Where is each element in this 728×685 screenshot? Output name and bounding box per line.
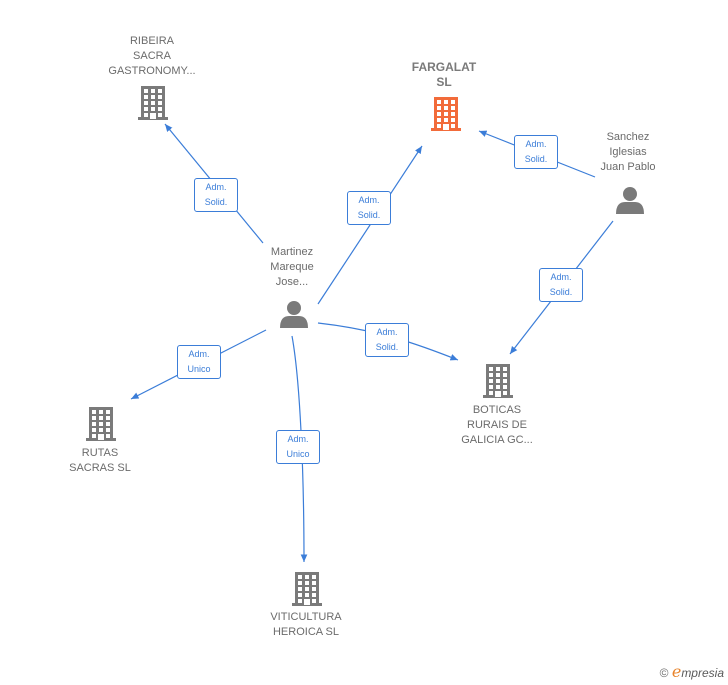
edge-label-martinez-rutas[interactable]: Adm. Unico [177, 345, 221, 379]
edge-label-sanchez-fargalat[interactable]: Adm. Solid. [514, 135, 558, 169]
node-label-line: Jose... [275, 276, 309, 288]
edge-label-type: Solid. [357, 210, 381, 220]
edge-label-type: Solid. [549, 287, 573, 297]
node-label-line: GALICIA GC... [461, 434, 533, 446]
node-label-line: BOTICAS [472, 404, 522, 416]
edge-label-role: Adm. [550, 272, 572, 282]
node-label-line: GASTRONOMY... [108, 65, 196, 77]
copyright-icon: © [659, 666, 669, 680]
node-label-sanchez[interactable]: Sanchez Iglesias Juan Pablo [553, 130, 703, 175]
building-icon[interactable] [138, 86, 168, 120]
node-label-line: RURAIS DE [467, 419, 527, 431]
node-label-line: FARGALAT [411, 60, 477, 74]
node-label-line: Martinez [270, 246, 314, 258]
edge-label-sanchez-boticas[interactable]: Adm. Solid. [539, 268, 583, 302]
node-label-line: Mareque [270, 261, 314, 273]
edge-label-type: Solid. [204, 197, 228, 207]
edge-label-role: Adm. [205, 182, 227, 192]
node-label-line: SL [436, 75, 452, 89]
empresia-logo-text: mpresia [681, 666, 724, 680]
node-label-line: RIBEIRA [129, 35, 174, 47]
person-icon[interactable] [616, 187, 644, 214]
node-label-viticultura[interactable]: VITICULTURA HEROICA SL [231, 610, 381, 640]
edge-label-type: Unico [187, 364, 211, 374]
node-label-ribeira[interactable]: RIBEIRA SACRA GASTRONOMY... [77, 34, 227, 79]
node-label-line: RUTAS [81, 447, 119, 459]
node-label-line: SACRA [133, 50, 171, 62]
node-label-line: VITICULTURA [270, 611, 342, 623]
node-label-line: Juan Pablo [600, 161, 656, 173]
edge-label-role: Adm. [287, 434, 309, 444]
edge-label-role: Adm. [376, 327, 398, 337]
building-icon[interactable] [86, 407, 116, 441]
edge-label-role: Adm. [525, 139, 547, 149]
building-icon[interactable] [292, 572, 322, 606]
node-label-fargalat[interactable]: FARGALAT SL [369, 60, 519, 90]
person-icon[interactable] [280, 301, 308, 328]
edge-label-role: Adm. [188, 349, 210, 359]
edge-label-martinez-fargalat[interactable]: Adm. Solid. [347, 191, 391, 225]
empresia-credit[interactable]: © empresia [660, 662, 724, 681]
node-label-line: Sanchez [606, 131, 650, 143]
edge-label-role: Adm. [358, 195, 380, 205]
node-label-boticas[interactable]: BOTICAS RURAIS DE GALICIA GC... [422, 403, 572, 448]
node-label-martinez[interactable]: Martinez Mareque Jose... [217, 245, 367, 290]
empresia-logo-initial: e [671, 662, 682, 681]
edge-label-martinez-ribeira[interactable]: Adm. Solid. [194, 178, 238, 212]
edge-label-martinez-boticas[interactable]: Adm. Solid. [365, 323, 409, 357]
edge-label-type: Unico [286, 449, 310, 459]
building-icon[interactable] [431, 97, 461, 131]
building-icon[interactable] [483, 364, 513, 398]
node-label-line: Iglesias [609, 146, 647, 158]
edge-label-martinez-viticultura[interactable]: Adm. Unico [276, 430, 320, 464]
edge-label-type: Solid. [375, 342, 399, 352]
node-label-line: SACRAS SL [69, 462, 131, 474]
node-label-rutas[interactable]: RUTAS SACRAS SL [25, 446, 175, 476]
node-label-line: HEROICA SL [272, 626, 340, 638]
edge-label-type: Solid. [524, 154, 548, 164]
edge-martinez-fargalat [317, 145, 423, 305]
